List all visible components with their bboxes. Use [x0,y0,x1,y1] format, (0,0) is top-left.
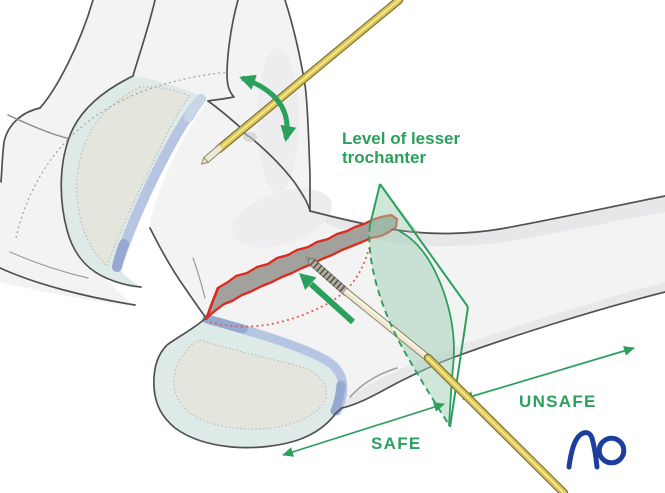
femoral-head-physis-dark1 [202,314,248,334]
ilium-left-edge [39,0,94,109]
ao-logo-letter-o [596,435,627,466]
ao-logo-letter-a [566,430,600,470]
neck-crease-line [349,367,398,398]
plane-hidden-edge-dashed [368,224,450,426]
threaded-wire-threads-ridges [309,258,349,296]
reduction-arrow [299,273,356,325]
pelvis-inner-line [9,251,89,279]
safe-arrow-line [282,402,445,457]
proximal-wire-tip-point [200,156,210,165]
acetabulum [15,71,231,288]
rotation-arrow [239,74,297,142]
trochanter-shading [257,48,299,192]
unsafe-zone-label: UNSAFE [519,392,597,411]
acetabulum-outline [60,75,142,288]
fracture-line-medial [205,286,220,320]
unsafe-zone-arrow [462,346,635,401]
wire-shaft-highlight [345,289,430,358]
lesser-trochanter-hint-line [192,257,206,299]
plane-bone-intersection-curve [398,230,455,427]
acetabulum-physis-dark [112,239,129,272]
trochanter-right-outline [284,0,311,212]
distal-k-wire [423,353,569,493]
plane-top-right-edge [379,183,469,308]
hidden-fracture-dotted-line [209,247,370,328]
ao-logo [566,430,627,470]
level-label-line1: Level of lesser [342,129,461,148]
distal-wire-highlight [426,356,566,493]
acetabulum-physis-light [184,94,206,122]
plane-bottom-right-edge [449,306,469,428]
plane-edges [368,183,469,428]
proximal-wire-tip-body [204,144,223,163]
level-label-line2: trochanter [342,148,426,167]
plane-left-edge [369,183,381,226]
trochanter-left-outline [207,0,239,102]
ischial-notch-edge [0,107,41,183]
pelvis-body [0,0,238,307]
threaded-guide-wire [305,256,431,361]
pelvis-bottom-edge [0,267,136,306]
rotation-arrow-curve [239,74,297,142]
safe-zone-label: SAFE [371,434,422,453]
wire-entry-shadow [243,132,257,142]
plane-tint-on-bone [369,225,454,425]
ilium-right-edge [132,0,156,77]
wire-shaft-in-bone [343,288,430,361]
calcar-outline [149,227,207,319]
pelvis [0,0,238,307]
unsafe-arrow-line [462,346,635,401]
acetabulum-subchondral-bone [76,86,191,267]
reduction-arrow-head [299,273,317,290]
pelvis-dotted-arc [15,71,231,239]
safe-zone-arrow [282,402,445,457]
reduction-arrow-shaft [308,281,356,325]
